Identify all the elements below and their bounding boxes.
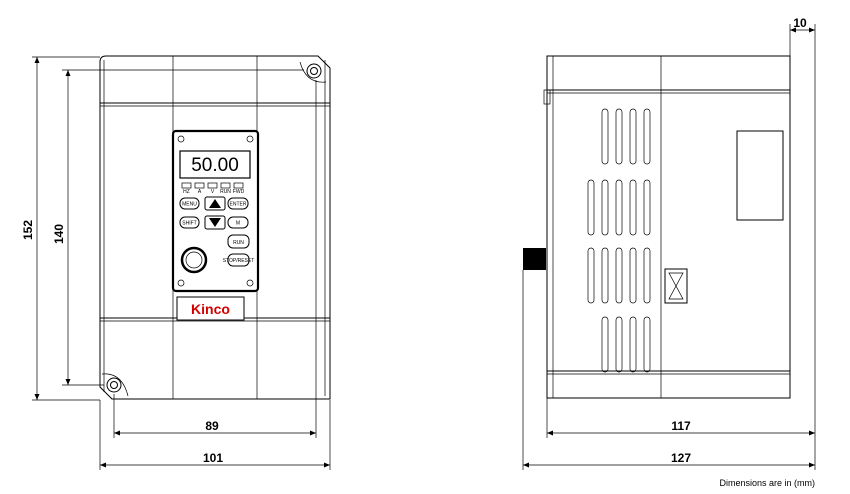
brand-logo: Kinco <box>191 301 230 317</box>
latch-icon <box>664 268 688 304</box>
dim-side-depth-label: 117 <box>671 419 691 433</box>
dim-width-mount: 89 <box>113 80 317 438</box>
dim-width-mount-label: 89 <box>205 419 219 433</box>
led-label: A <box>198 189 202 195</box>
menu-key[interactable]: MENU <box>179 197 200 210</box>
led-label: FWD <box>233 189 245 195</box>
dim-side-depth-overall: 127 <box>522 270 815 470</box>
up-arrow-icon <box>209 199 221 208</box>
stop-reset-key-label: STOP/RESET <box>223 258 255 264</box>
keypad-panel: 50.00 HZ A V RUN FWD MENU <box>171 129 260 293</box>
led-label: V <box>211 189 215 195</box>
enter-key[interactable]: ENTER <box>227 197 249 210</box>
side-view <box>523 55 791 399</box>
dim-height-overall: 152 <box>21 56 100 401</box>
vent-slots <box>587 108 651 373</box>
m-key[interactable]: M <box>227 216 249 229</box>
led-label: HZ <box>183 189 190 195</box>
stop-reset-key[interactable]: STOP/RESET <box>223 253 255 267</box>
led-indicators: HZ A V RUN FWD <box>181 182 245 195</box>
potentiometer-knob[interactable] <box>180 246 208 274</box>
lcd-display <box>179 150 251 179</box>
enter-key-label: ENTER <box>230 202 247 208</box>
down-arrow-icon <box>209 218 221 227</box>
down-arrow-key[interactable] <box>204 215 226 230</box>
run-key[interactable]: RUN <box>227 234 250 249</box>
mount-hole-bottom-left <box>101 373 129 397</box>
dim-side-depth: 117 <box>546 398 815 438</box>
dim-height-mount: 140 <box>52 69 304 386</box>
dim-width-overall: 101 <box>99 400 331 470</box>
up-arrow-key[interactable] <box>204 196 226 211</box>
front-view: 50.00 HZ A V RUN FWD MENU <box>99 55 331 400</box>
label-window <box>736 130 784 221</box>
display-value: 50.00 <box>191 155 239 176</box>
brand-badge: Kinco <box>176 296 245 321</box>
connector-block <box>523 248 546 270</box>
led-label: RUN <box>220 189 231 195</box>
dim-side-depth-overall-label: 127 <box>671 451 691 465</box>
dim-height-mount-label: 140 <box>52 224 66 244</box>
dim-side-offset-label: 10 <box>793 16 807 30</box>
menu-key-label: MENU <box>182 202 197 208</box>
dim-width-overall-label: 101 <box>203 451 223 465</box>
run-key-label: RUN <box>233 240 244 246</box>
dim-side-offset: 10 <box>789 16 816 470</box>
shift-key[interactable]: SHIFT <box>179 216 200 229</box>
dim-height-overall-label: 152 <box>21 220 35 240</box>
mount-hole-top-right <box>299 61 327 83</box>
m-key-label: M <box>236 221 240 227</box>
shift-key-label: SHIFT <box>182 221 196 227</box>
units-note: Dimensions are in (mm) <box>719 478 815 488</box>
